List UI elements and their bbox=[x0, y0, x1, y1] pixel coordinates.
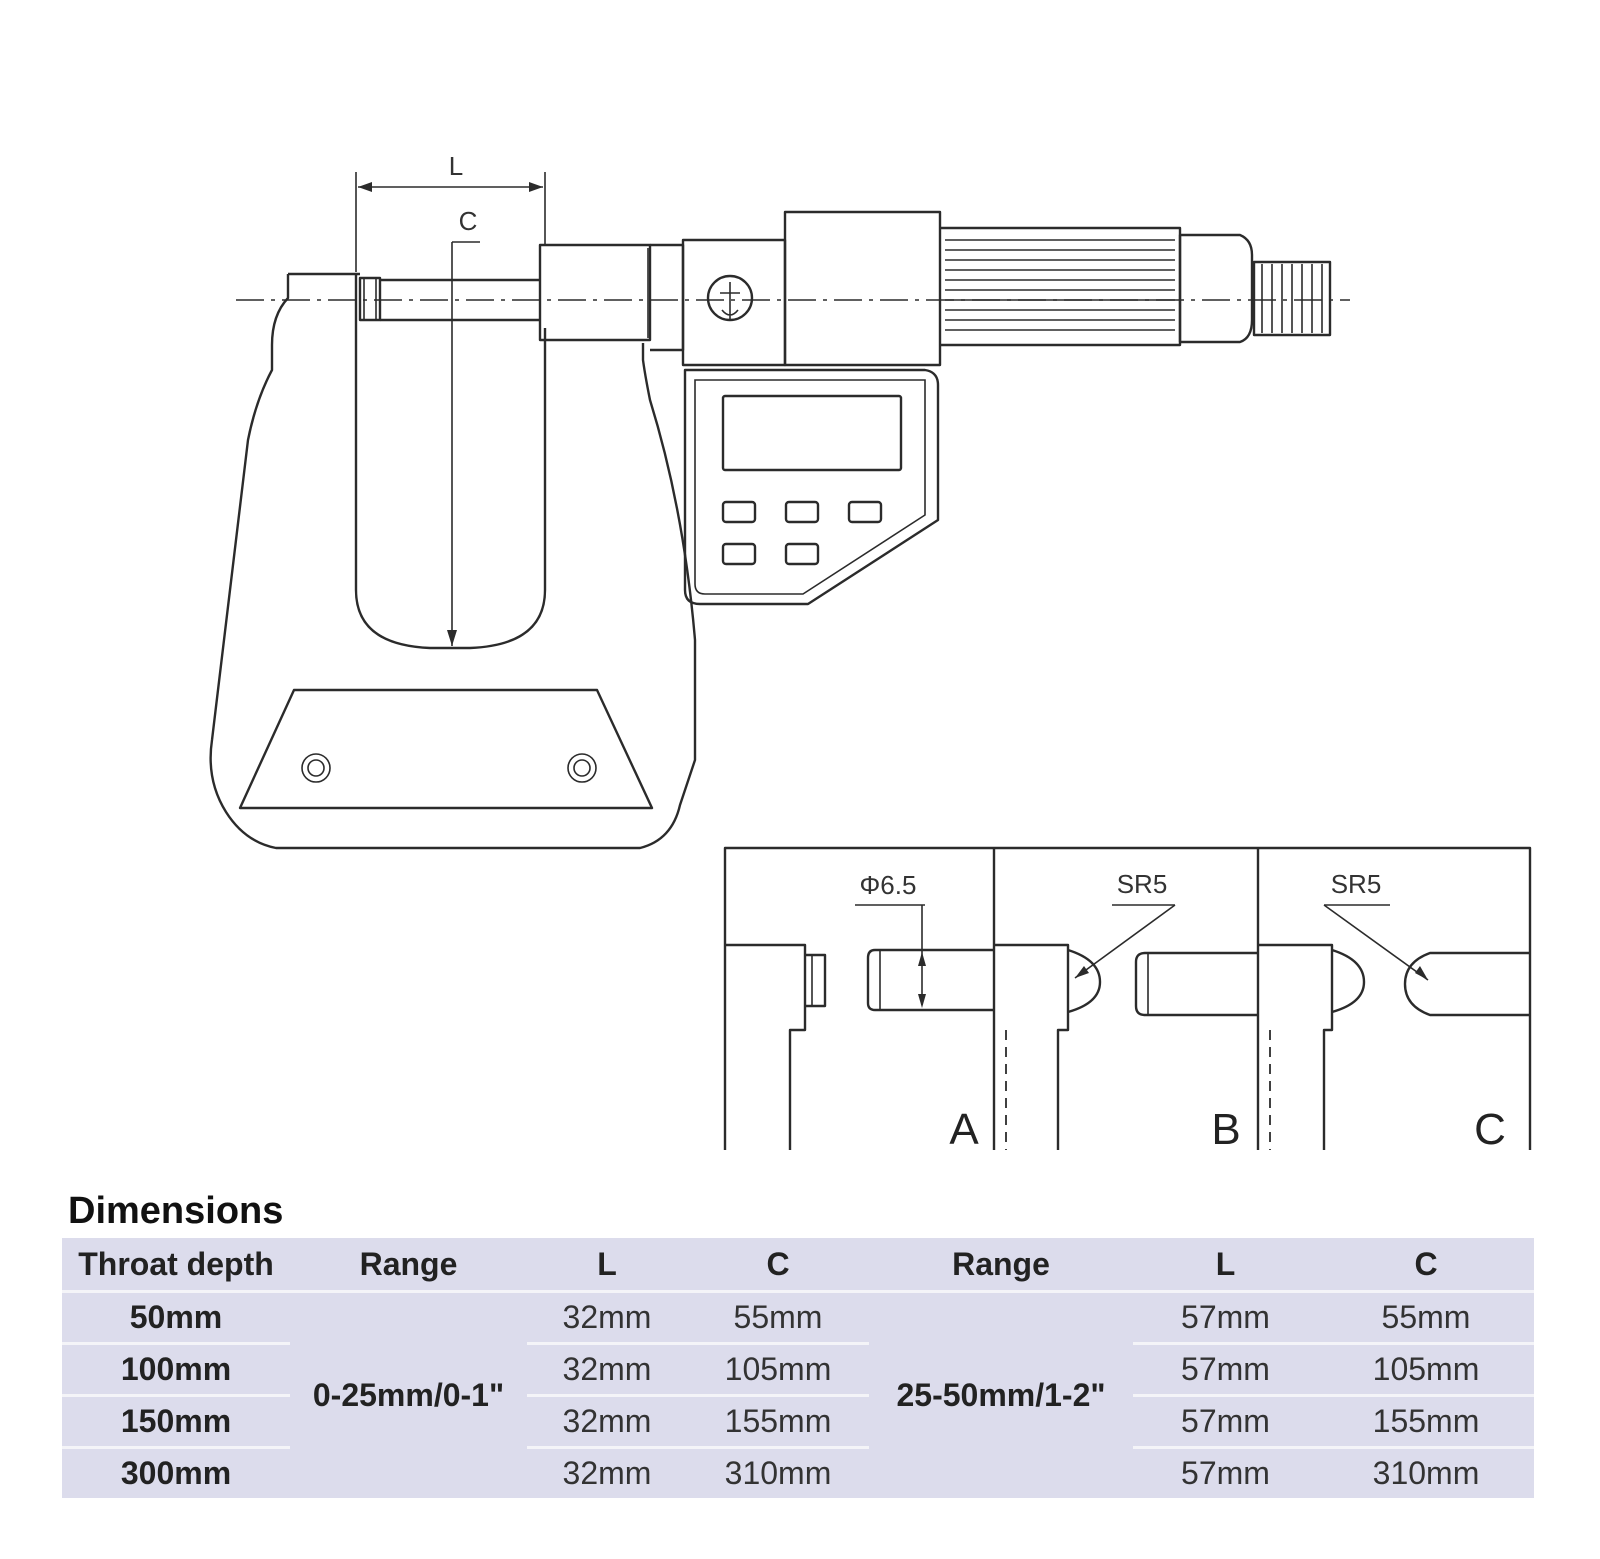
l1-cell: 32mm bbox=[527, 1291, 687, 1345]
detail-c: SR5 C bbox=[1258, 869, 1530, 1150]
l2-cell: 57mm bbox=[1133, 1395, 1318, 1449]
header-l-2: L bbox=[1133, 1238, 1318, 1293]
range-1-cell: 0-25mm/0-1" bbox=[312, 1377, 505, 1413]
l1-cell: 32mm bbox=[562, 1455, 652, 1491]
dim-l-label: L bbox=[449, 151, 463, 181]
display-button bbox=[784, 500, 820, 524]
header-range-1: Range bbox=[290, 1238, 527, 1293]
display-button bbox=[721, 500, 757, 524]
c2-cell: 105mm bbox=[1318, 1343, 1534, 1397]
l1-cell: 32mm bbox=[527, 1343, 687, 1397]
header-range-2: Range bbox=[869, 1238, 1133, 1293]
l2-cell: 57mm bbox=[1133, 1291, 1318, 1345]
insulating-plate bbox=[238, 688, 654, 810]
c2-cell: 55mm bbox=[1318, 1291, 1534, 1345]
spindle-assembly bbox=[380, 210, 1332, 367]
c1-cell: 310mm bbox=[724, 1455, 832, 1491]
c2-cell: 155mm bbox=[1318, 1395, 1534, 1449]
display-button bbox=[847, 500, 883, 524]
dimension-l: L bbox=[355, 151, 546, 272]
detail-a-letter: A bbox=[949, 1105, 979, 1150]
throat-depth-cell: 50mm bbox=[62, 1291, 290, 1345]
header-l-1: L bbox=[527, 1238, 687, 1293]
header-c-2: C bbox=[1318, 1238, 1534, 1293]
detail-b: SR5 B bbox=[994, 869, 1258, 1150]
table-row: 300mm 32mm 310mm 57mm 310mm bbox=[62, 1448, 1534, 1499]
l1-cell: 32mm bbox=[527, 1395, 687, 1449]
detail-c-letter: C bbox=[1474, 1105, 1506, 1150]
table-row: 50mm 0-25mm/0-1" 32mm 55mm 25-50mm/1-2" … bbox=[62, 1291, 1534, 1413]
anvil bbox=[358, 276, 382, 322]
micrometer-frame bbox=[209, 272, 697, 850]
dimensions-table: Throat depth Range L C Range L C 50mm 0-… bbox=[62, 1238, 1534, 1498]
table-header-row: Throat depth Range L C Range L C bbox=[62, 1238, 1534, 1293]
c1-cell: 105mm bbox=[687, 1343, 869, 1397]
dimension-c: C bbox=[447, 206, 480, 646]
detail-c-callout: SR5 bbox=[1331, 869, 1382, 899]
l2-cell: 57mm bbox=[1133, 1343, 1318, 1397]
thimble bbox=[940, 226, 1182, 347]
throat-depth-cell: 300mm bbox=[120, 1455, 232, 1491]
c1-cell: 155mm bbox=[687, 1395, 869, 1449]
detail-a-callout: Φ6.5 bbox=[860, 870, 917, 900]
detail-b-callout: SR5 bbox=[1117, 869, 1168, 899]
detail-b-letter: B bbox=[1211, 1105, 1240, 1150]
table-row: 100mm 32mm 105mm 57mm 105mm bbox=[62, 1343, 1534, 1397]
table-row: 150mm 32mm 155mm 57mm 155mm bbox=[62, 1395, 1534, 1449]
throat-depth-cell: 100mm bbox=[62, 1343, 290, 1397]
lcd-screen bbox=[721, 394, 903, 472]
throat-depth-cell: 150mm bbox=[62, 1395, 290, 1449]
range-2-cell: 25-50mm/1-2" bbox=[896, 1377, 1106, 1413]
dimensions-title: Dimensions bbox=[68, 1190, 284, 1232]
thimble-knurl bbox=[945, 239, 1175, 331]
digital-display-unit bbox=[683, 368, 940, 606]
dim-c-label: C bbox=[459, 206, 478, 236]
thimble-sleeve bbox=[783, 210, 942, 367]
c2-cell: 310mm bbox=[1372, 1455, 1480, 1491]
display-button bbox=[784, 542, 820, 566]
detail-panels bbox=[723, 846, 1532, 1150]
header-throat-depth: Throat depth bbox=[62, 1238, 290, 1293]
ratchet bbox=[1252, 260, 1332, 337]
micrometer-technical-drawing: L C Φ6.5 A SR5 B bbox=[209, 151, 1532, 1150]
c1-cell: 55mm bbox=[687, 1291, 869, 1345]
display-button bbox=[721, 542, 757, 566]
l2-cell: 57mm bbox=[1181, 1455, 1270, 1491]
detail-a: Φ6.5 A bbox=[725, 870, 994, 1150]
header-c-1: C bbox=[687, 1238, 869, 1293]
